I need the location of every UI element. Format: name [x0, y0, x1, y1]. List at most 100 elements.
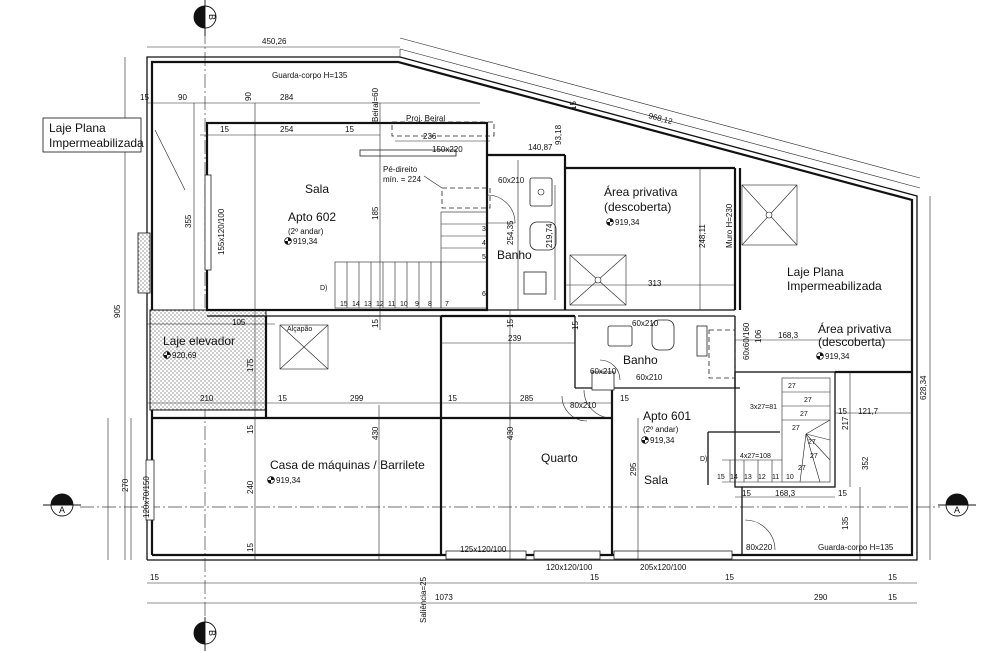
note-pe-direito: mín. = 224: [383, 175, 422, 184]
marker-label: B: [207, 630, 217, 636]
note-beiral: Beiral=60: [371, 87, 380, 122]
opening-label: 80x210: [570, 401, 597, 410]
level-markers: [163, 218, 824, 484]
dimension-label: 15: [742, 489, 751, 498]
dimension-label: 15: [838, 407, 847, 416]
level-value: 919,34: [650, 436, 675, 445]
room-floor: (2º andar): [643, 425, 679, 434]
room-casa-maquinas: Casa de máquinas / Barrilete: [270, 458, 425, 472]
room-laje-plana-right: Impermeabilizada: [787, 279, 882, 293]
opening-labels: 150x220 60x210 155x120/100 60x210 60x210…: [142, 145, 773, 572]
room-laje-plana-left: Laje Plana: [49, 121, 106, 135]
dimension-label: 430: [371, 426, 380, 440]
drains: [154, 129, 798, 370]
stair-step-number: 15: [340, 301, 348, 308]
dimension-label: 299: [350, 394, 364, 403]
dimension-label: 168,3: [778, 331, 799, 340]
stair-riser-label: 4x27=108: [740, 453, 771, 460]
stair-step-number: 6: [482, 291, 486, 298]
notes: Guarda-corpo H=135 Guarda-corpo H=135 Pr…: [272, 71, 894, 623]
stair-step-number: 3: [482, 226, 486, 233]
stair-step-number: 13: [364, 301, 372, 308]
dimension-label: 210: [200, 394, 214, 403]
stair-step-number: 10: [400, 301, 408, 308]
room-floor: (2º andar): [288, 227, 324, 236]
dimension-texts: 450,26 968,12 905 628,34 15 90 90 284 15…: [113, 37, 928, 602]
stair-step-number: 11: [388, 301, 395, 308]
opening-label: 60x210: [590, 367, 617, 376]
room-banho-top: Banho: [497, 248, 532, 262]
stair-step-number: 5: [482, 254, 486, 261]
room-apto-601: Apto 601: [643, 409, 691, 423]
dimension-label: 248,11: [698, 224, 707, 248]
dimension-label: 352: [861, 456, 870, 470]
opening-label: 80x220: [746, 543, 773, 552]
dimension-label: 121,7: [858, 407, 879, 416]
opening-label: 60x210: [636, 373, 663, 382]
stair-winder-label: 27: [804, 397, 812, 404]
dimension-label: 905: [113, 304, 122, 318]
room-alcapao: Alçapão: [287, 326, 312, 333]
room-apto-602: Apto 602: [288, 210, 336, 224]
stair-winder-label: 27: [808, 439, 816, 446]
level-value: 919,34: [276, 476, 301, 485]
marker-label: A: [59, 505, 65, 515]
dimension-label: 105: [232, 318, 246, 327]
note-proj-beiral: Proj. Beiral: [406, 114, 445, 123]
dimension-label: 15: [220, 125, 229, 134]
opening-label: 120x70/150: [142, 476, 151, 518]
note-muro: Muro H=230: [725, 203, 734, 248]
stair-step-number: 13: [744, 474, 752, 481]
dimension-label: 135: [841, 516, 850, 530]
room-sala-601: Sala: [644, 473, 668, 487]
room-laje-plana-right: Laje Plana: [787, 265, 844, 279]
dimension-label: 254: [280, 125, 294, 134]
room-area-privativa-top: (descoberta): [604, 200, 671, 214]
projection-lines: [391, 121, 736, 379]
stair-apto-602: 3 4 5 6 15 14 13 12 11 10 9 8 7 D): [320, 211, 488, 309]
room-quarto: Quarto: [541, 451, 578, 465]
dimension-label: 15: [246, 543, 255, 552]
section-marker-b-bottom: B: [193, 617, 217, 651]
stair-step-number: 14: [352, 301, 360, 308]
room-sala-602: Sala: [305, 182, 329, 196]
dimension-label: 15: [725, 573, 734, 582]
dimension-label: 285: [520, 394, 534, 403]
dimension-lines: [107, 37, 931, 604]
opening-label: 205x120/100: [640, 563, 687, 572]
section-marker-b-top: B: [193, 0, 217, 36]
marker-label: A: [954, 505, 960, 515]
note-guarda-corpo: Guarda-corpo H=135: [818, 543, 894, 552]
room-banho-mid: Banho: [623, 353, 658, 367]
doors: [486, 194, 776, 551]
room-area-privativa-right: Área privativa: [818, 321, 892, 336]
dimension-label: 15: [448, 394, 457, 403]
dimension-label: 15: [246, 425, 255, 434]
dimension-label: 15: [371, 319, 380, 328]
marker-label: B: [207, 14, 217, 20]
stair-winder-label: 27: [810, 453, 818, 460]
dimension-label: 295: [629, 462, 638, 476]
note-pe-direito: Pé-direito: [383, 165, 418, 174]
stair-apto-601: 15 14 13 12 11 10 D) 3x27=81 4x27=108 27…: [700, 377, 831, 483]
stair-step-number: 8: [428, 301, 432, 308]
opening-label: 60x60/160: [742, 322, 751, 360]
section-marker-a-right: A: [938, 493, 976, 517]
level-value: 919,34: [615, 218, 640, 227]
room-area-privativa-right: (descoberta): [818, 335, 885, 349]
room-area-privativa-top: Área privativa: [604, 184, 678, 199]
bathroom-fixtures: [523, 177, 675, 391]
dimension-label: 240: [246, 480, 255, 494]
stair-direction-label: D): [320, 285, 327, 292]
dimension-label: 450,26: [262, 37, 287, 46]
opening-label: 150x220: [432, 145, 463, 154]
dimension-label: 185: [371, 206, 380, 220]
dimension-label: 219,74: [545, 223, 554, 248]
dimension-label: 15: [140, 93, 149, 102]
dimension-label: 355: [184, 214, 193, 228]
room-laje-elevador: Laje elevador: [163, 334, 235, 348]
dimension-label: 284: [280, 93, 294, 102]
opening-label: 125x120/100: [460, 545, 507, 554]
